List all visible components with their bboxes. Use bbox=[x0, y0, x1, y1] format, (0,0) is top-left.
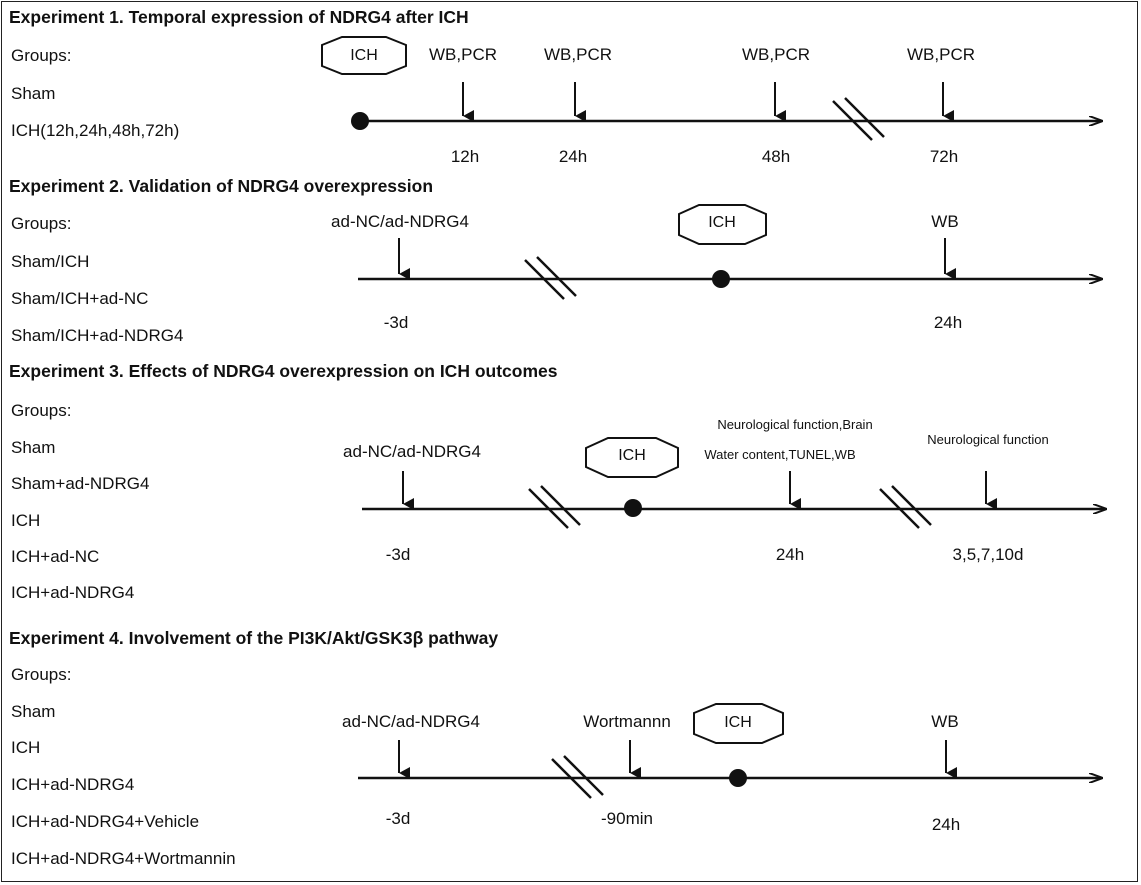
exp4-group-1: Sham bbox=[11, 702, 56, 721]
exp3-group-3: ICH bbox=[11, 511, 41, 530]
exp3-ich-label: ICH bbox=[618, 447, 646, 464]
exp3-group-label: Groups: bbox=[11, 401, 72, 420]
exp1-event-48h-label: WB,PCR bbox=[742, 45, 810, 64]
exp4-group-label: Groups: bbox=[11, 665, 72, 684]
exp4-group-5: ICH+ad-NDRG4+Wortmannin bbox=[11, 849, 236, 868]
exp2-group-2: Sham/ICH+ad-NC bbox=[11, 289, 149, 308]
exp3-timeline bbox=[362, 437, 1106, 529]
exp1-group-sham: Sham bbox=[11, 84, 56, 103]
exp1-break-mark bbox=[832, 97, 885, 141]
exp4-group-2: ICH bbox=[11, 738, 41, 757]
exp2-time-24h: 24h bbox=[933, 313, 963, 332]
exp4-timeline bbox=[358, 703, 1102, 799]
exp3-ich-oval bbox=[585, 437, 679, 478]
exp2-break-mark bbox=[524, 256, 577, 300]
exp3-group-1: Sham bbox=[11, 438, 56, 457]
exp1-event-72h-label: WB,PCR bbox=[907, 45, 975, 64]
exp3-group-2: Sham+ad-NDRG4 bbox=[11, 474, 150, 493]
exp2-event-wb-label: WB bbox=[931, 212, 959, 231]
exp2-title: Experiment 2. Validation of NDRG4 overex… bbox=[9, 176, 434, 196]
exp3-time-24h: 24h bbox=[775, 545, 805, 564]
exp1-timeline bbox=[321, 36, 1102, 141]
exp1-event-24h-label: WB,PCR bbox=[544, 45, 612, 64]
exp4-event-wb-label: WB bbox=[931, 712, 959, 731]
exp4-time-minus90min: -90min bbox=[601, 809, 653, 828]
exp2-time-minus3d: -3d bbox=[383, 313, 409, 332]
exp3-title: Experiment 3. Effects of NDRG4 overexpre… bbox=[9, 361, 558, 381]
exp4-ich-dot bbox=[729, 769, 747, 787]
exp1-time-12h: 12h bbox=[450, 147, 480, 166]
exp1-group-label: Groups: bbox=[11, 46, 72, 65]
exp3-time-minus3d: -3d bbox=[385, 545, 411, 564]
exp1-ich-oval bbox=[321, 36, 407, 75]
exp3-group-4: ICH+ad-NC bbox=[11, 547, 100, 566]
exp4-group-4: ICH+ad-NDRG4+Vehicle bbox=[11, 812, 200, 831]
exp3-event-adnc-label: ad-NC/ad-NDRG4 bbox=[343, 442, 481, 461]
exp1-time-48h: 48h bbox=[761, 147, 791, 166]
exp4-title: Experiment 4. Involvement of the PI3K/Ak… bbox=[9, 628, 499, 648]
exp3-break-mark-1 bbox=[528, 485, 581, 529]
exp1-time-24h: 24h bbox=[558, 147, 588, 166]
exp2-event-adnc-label: ad-NC/ad-NDRG4 bbox=[331, 212, 469, 231]
exp1-ich-dot bbox=[351, 112, 369, 130]
exp2-ich-oval bbox=[678, 204, 767, 245]
exp1-title: Experiment 1. Temporal expression of NDR… bbox=[9, 7, 469, 27]
exp2-group-label: Groups: bbox=[11, 214, 72, 233]
exp1-event-12h-label: WB,PCR bbox=[429, 45, 497, 64]
exp4-time-24h: 24h bbox=[931, 815, 961, 834]
exp4-break-mark bbox=[551, 755, 604, 799]
exp2-group-3: Sham/ICH+ad-NDRG4 bbox=[11, 326, 184, 345]
exp1-group-ich: ICH(12h,24h,48h,72h) bbox=[11, 121, 180, 140]
exp2-timeline bbox=[358, 204, 1102, 300]
exp1-ich-label: ICH bbox=[350, 47, 378, 64]
exp2-ich-dot bbox=[712, 270, 730, 288]
exp3-event-24h-label-line1: Neurological function,Brain bbox=[717, 417, 873, 432]
exp3-event-24h-label-line2: Water content,TUNEL,WB bbox=[704, 447, 856, 462]
exp3-ich-dot bbox=[624, 499, 642, 517]
exp3-group-5: ICH+ad-NDRG4 bbox=[11, 583, 135, 602]
exp4-ich-label: ICH bbox=[724, 714, 752, 731]
exp4-event-wortmannin-label: Wortmannn bbox=[583, 712, 671, 731]
exp3-time-3-10d: 3,5,7,10d bbox=[952, 545, 1024, 564]
exp4-ich-oval bbox=[693, 703, 784, 744]
exp2-group-1: Sham/ICH bbox=[11, 252, 90, 271]
exp4-event-adnc-label: ad-NC/ad-NDRG4 bbox=[342, 712, 480, 731]
exp2-ich-label: ICH bbox=[708, 214, 736, 231]
exp4-time-minus3d: -3d bbox=[385, 809, 411, 828]
exp3-event-neuro-label: Neurological function bbox=[927, 432, 1049, 447]
exp3-break-mark-2 bbox=[879, 485, 932, 529]
exp4-group-3: ICH+ad-NDRG4 bbox=[11, 775, 135, 794]
exp1-time-72h: 72h bbox=[929, 147, 959, 166]
